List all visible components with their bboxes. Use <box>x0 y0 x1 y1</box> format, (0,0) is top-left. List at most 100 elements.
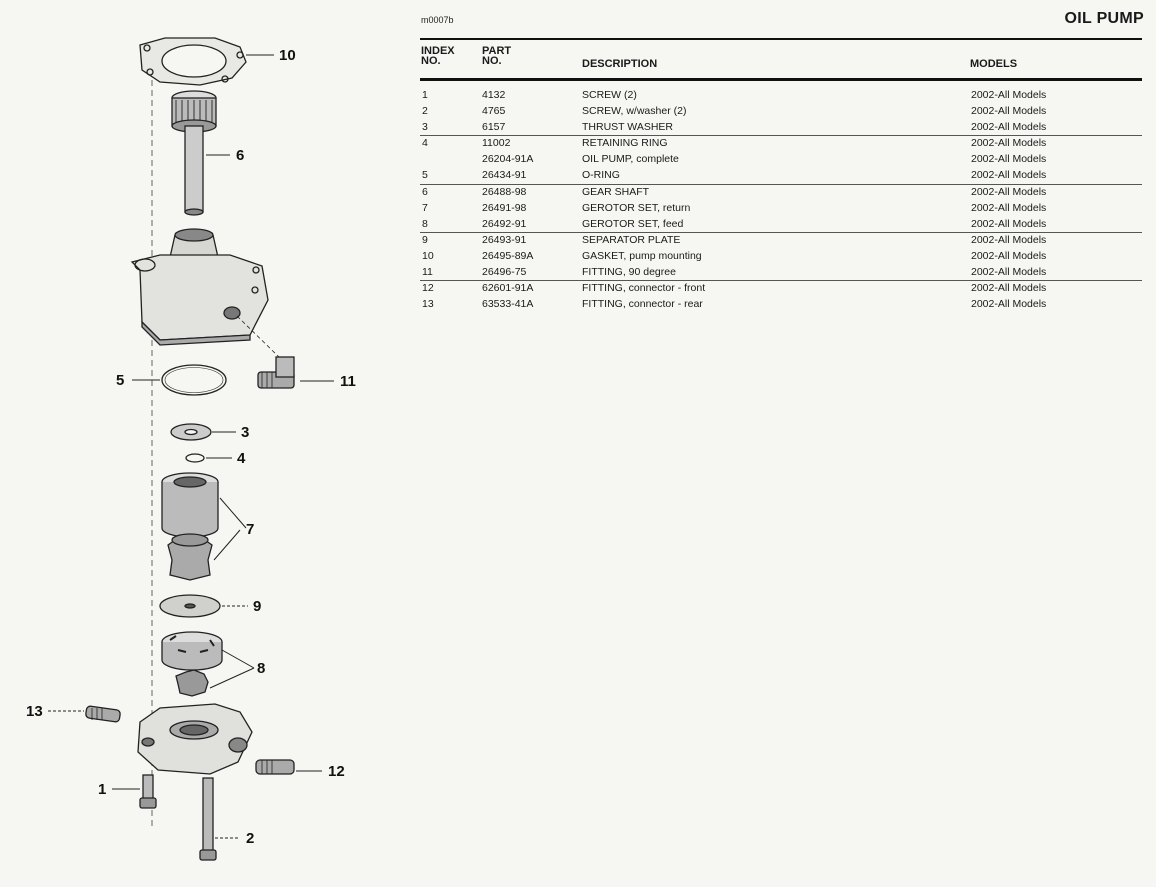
retaining-ring-part <box>185 453 205 463</box>
parts-table-row: 1 4132 SCREW (2) 2002-All Models <box>420 87 1142 103</box>
row-part-no: 26496-75 <box>482 266 527 279</box>
row-models: 2002-All Models <box>971 169 1047 182</box>
row-models: 2002-All Models <box>971 137 1047 150</box>
row-models: 2002-All Models <box>971 233 1047 246</box>
document-code: m0007b <box>421 15 454 25</box>
row-part-no: 4765 <box>482 105 506 118</box>
row-index-no: 5 <box>422 169 428 182</box>
fitting-front-part <box>255 759 295 775</box>
row-models: 2002-All Models <box>971 121 1047 134</box>
parts-table-row: 3 6157 THRUST WASHER 2002-All Models <box>420 119 1142 135</box>
screw-long-part <box>199 777 217 861</box>
row-models: 2002-All Models <box>971 201 1047 214</box>
parts-table-row: 10 26495-89A GASKET, pump mounting 2002-All… <box>420 248 1142 264</box>
parts-table-row: 5 26434-91 O-RING 2002-All Models <box>420 167 1142 183</box>
row-part-no: 26495-89A <box>482 249 534 262</box>
callout-9: 9 <box>253 598 261 615</box>
row-description: GEROTOR SET, feed <box>582 217 684 230</box>
row-part-no: 26491-98 <box>482 201 527 214</box>
row-index-no: 11 <box>422 266 433 279</box>
row-index-no: 8 <box>422 217 428 230</box>
row-index-no: 4 <box>422 137 428 150</box>
row-models: 2002-All Models <box>971 217 1047 230</box>
table-header-rule <box>420 78 1142 81</box>
row-index-no: 7 <box>422 201 428 214</box>
row-description: FITTING, connector - rear <box>582 298 703 311</box>
column-header-description: DESCRIPTION <box>582 58 658 70</box>
callout-11: 11 <box>340 373 356 390</box>
callout-10: 10 <box>279 47 296 64</box>
gerotor-feed-part <box>161 631 223 697</box>
row-index-no: 13 <box>422 298 434 311</box>
parts-table-row: 13 63533-41A FITTING, connector - rear 2002… <box>420 296 1142 312</box>
row-index-no: 3 <box>422 121 428 134</box>
row-models: 2002-All Models <box>971 89 1047 101</box>
row-description: OIL PUMP, complete <box>582 153 679 166</box>
gerotor-return-part <box>161 472 219 581</box>
fitting-rear-part <box>85 705 121 723</box>
row-part-no: 26488-98 <box>482 185 527 198</box>
row-part-no: 26434-91 <box>482 169 527 182</box>
row-description: FITTING, 90 degree <box>582 266 676 279</box>
oil-pump-exploded-diagram: 10 6 5 11 3 4 7 9 8 13 12 1 2 <box>26 37 356 861</box>
callout-2: 2 <box>246 830 254 847</box>
row-description: GEROTOR SET, return <box>582 201 691 214</box>
parts-table-row: 2 4765 SCREW, w/washer (2) 2002-All Models <box>420 103 1142 119</box>
row-description: GEAR SHAFT <box>582 185 650 198</box>
row-models: 2002-All Models <box>971 249 1047 262</box>
parts-table-row: 26204-91A OIL PUMP, complete 2002-All Mode… <box>420 151 1142 167</box>
row-models: 2002-All Models <box>971 298 1047 311</box>
row-description: FITTING, connector - front <box>582 282 706 295</box>
gear-shaft-part <box>171 90 217 216</box>
row-part-no: 6157 <box>482 121 506 134</box>
callout-13: 13 <box>26 703 43 720</box>
parts-table-row: 8 26492-91 GEROTOR SET, feed 2002-All Model… <box>420 216 1142 232</box>
row-description: SEPARATOR PLATE <box>582 233 681 246</box>
callout-4: 4 <box>237 450 246 467</box>
header-rule <box>420 38 1142 40</box>
row-part-no: 11002 <box>482 137 511 150</box>
cover-plate-part <box>137 703 253 775</box>
row-description: O-RING <box>582 169 620 182</box>
row-description: GASKET, pump mounting <box>582 249 702 262</box>
page-title: OIL PUMP <box>1064 10 1144 27</box>
callout-7: 7 <box>246 521 254 538</box>
parts-table-row: 7 26491-98 GEROTOR SET, return 2002-All Mod… <box>420 200 1142 216</box>
row-index-no: 2 <box>422 105 428 118</box>
column-header-models: MODELS <box>970 58 1018 70</box>
row-index-no: 1 <box>422 89 428 101</box>
row-index-no: 10 <box>422 249 434 262</box>
row-description: SCREW, w/washer (2) <box>582 105 687 118</box>
parts-table-row: 4 11002 RETAINING RING 2002-All Models <box>420 135 1142 151</box>
row-models: 2002-All Models <box>971 282 1047 295</box>
fitting-90-part <box>236 315 295 389</box>
o-ring-part <box>161 364 227 396</box>
column-header-index: INDEX NO. <box>421 45 455 67</box>
row-index-no: 12 <box>422 282 434 295</box>
row-description: THRUST WASHER <box>582 121 674 134</box>
row-part-no: 26204-91A <box>482 153 534 166</box>
callout-6: 6 <box>236 147 244 164</box>
row-description: SCREW (2) <box>582 89 637 101</box>
column-header-part: PART NO. <box>482 45 512 67</box>
row-part-no: 26493-91 <box>482 233 527 246</box>
row-models: 2002-All Models <box>971 105 1047 118</box>
callout-1: 1 <box>98 781 106 798</box>
row-index-no: 6 <box>422 185 428 198</box>
row-part-no: 4132 <box>482 89 506 101</box>
row-description: RETAINING RING <box>582 137 668 150</box>
row-part-no: 26492-91 <box>482 217 527 230</box>
parts-table-row: 12 62601-91A FITTING, connector - front 200… <box>420 280 1142 296</box>
pump-body-part <box>130 228 269 346</box>
callout-5: 5 <box>116 372 124 389</box>
callout-8: 8 <box>257 660 265 677</box>
row-part-no: 62601-91A <box>482 282 534 295</box>
row-index-no: 9 <box>422 233 428 246</box>
row-models: 2002-All Models <box>971 153 1047 166</box>
row-part-no: 63533-41A <box>482 298 534 311</box>
callout-12: 12 <box>328 763 345 780</box>
parts-table-row: 9 26493-91 SEPARATOR PLATE 2002-All Models <box>420 231 1142 248</box>
